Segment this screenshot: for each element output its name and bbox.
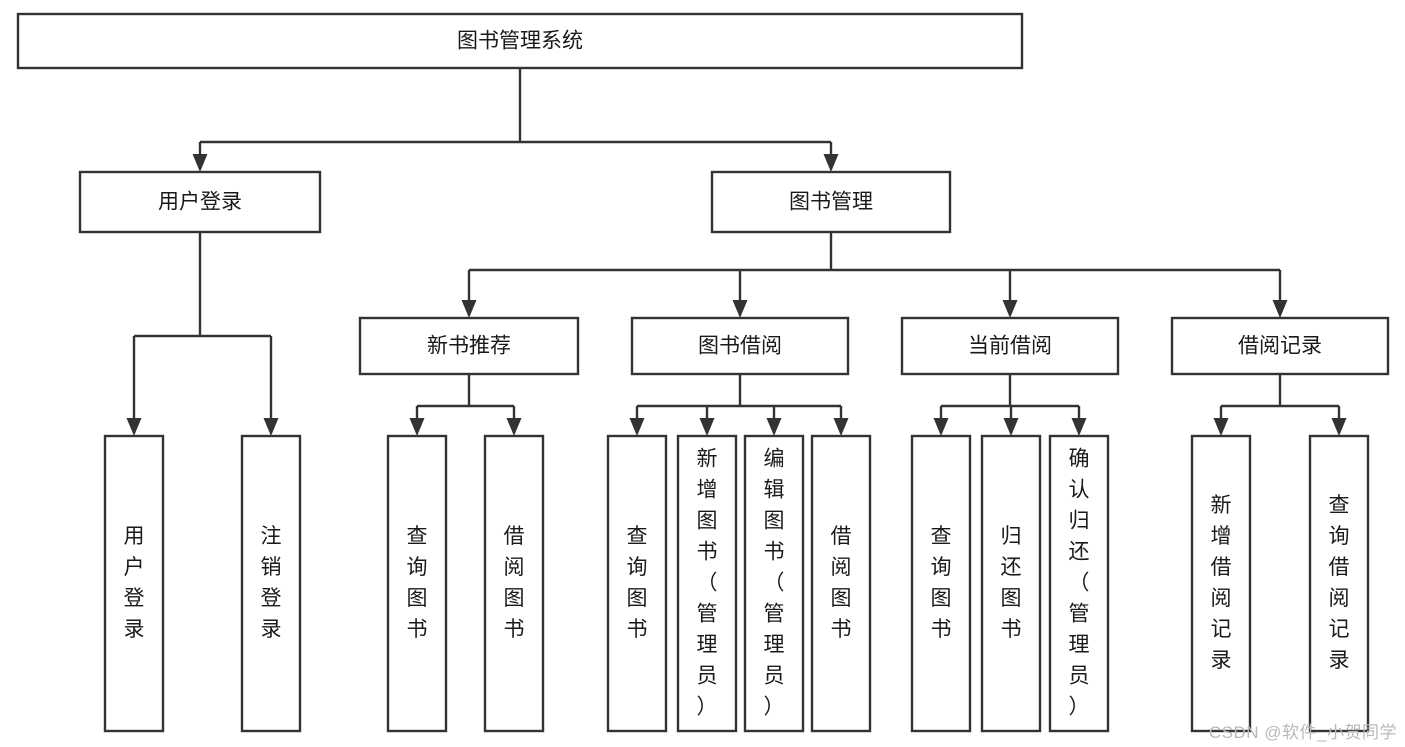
node-leaf-logout-login-box[interactable] (240, 434, 302, 733)
node-user-login[interactable]: 用户登录 (78, 170, 322, 234)
node-leaf-query-book-2-box[interactable] (606, 434, 668, 733)
node-leaf-edit-book-box[interactable] (743, 434, 805, 733)
node-leaf-return-book-label: 归还图书 (1001, 525, 1022, 641)
connectors-layer (126, 68, 1347, 436)
arrow-head-icon (409, 418, 425, 436)
node-current-borrow[interactable]: 当前借阅 (900, 316, 1120, 376)
node-leaf-user-login-label: 用户登录 (124, 525, 145, 641)
arrow-head-icon (699, 418, 715, 436)
node-leaf-return-book-box[interactable] (980, 434, 1042, 733)
arrow-head-icon (823, 154, 839, 172)
node-leaf-query-book-3-box[interactable] (910, 434, 972, 733)
node-current-borrow-label: 当前借阅 (968, 335, 1052, 358)
node-leaf-query-book-3-label: 查询图书 (931, 525, 952, 641)
node-leaf-edit-book-label: 编辑图书（管理员） (764, 448, 785, 719)
node-book-management[interactable]: 图书管理 (710, 170, 952, 234)
node-new-book-recommend-box[interactable] (358, 316, 580, 376)
arrow-head-icon (1002, 300, 1018, 318)
node-borrow-record-box[interactable] (1170, 316, 1390, 376)
node-leaf-add-record-box[interactable] (1190, 434, 1252, 733)
node-leaf-query-record-label: 查询借阅记录 (1329, 494, 1350, 672)
node-book-borrow[interactable]: 图书借阅 (630, 316, 850, 376)
node-borrow-record[interactable]: 借阅记录 (1170, 316, 1390, 376)
arrow-head-icon (933, 418, 949, 436)
node-leaf-query-book-1-label: 查询图书 (407, 525, 428, 641)
arrow-head-icon (506, 418, 522, 436)
arrow-head-icon (192, 154, 208, 172)
node-leaf-query-book-1-box[interactable] (386, 434, 448, 733)
node-leaf-add-record-label: 新增借阅记录 (1211, 494, 1232, 672)
node-leaf-add-record[interactable]: 新增借阅记录 (1190, 434, 1252, 733)
node-book-borrow-label: 图书借阅 (698, 335, 782, 358)
arrow-head-icon (629, 418, 645, 436)
arrow-head-icon (833, 418, 849, 436)
csdn-watermark: CSDN @软件_小贺同学 (1208, 723, 1397, 742)
node-leaf-logout-login[interactable]: 注销登录 (240, 434, 302, 733)
node-leaf-logout-login-label: 注销登录 (261, 525, 282, 641)
node-root-book-management-system[interactable]: 图书管理系统 (16, 12, 1024, 70)
node-leaf-borrow-book-1-box[interactable] (483, 434, 545, 733)
arrow-head-icon (461, 300, 477, 318)
node-new-book-recommend-label: 新书推荐 (427, 335, 511, 358)
node-leaf-confirm-return-box[interactable] (1048, 434, 1110, 733)
node-root-book-management-system-box[interactable] (16, 12, 1024, 70)
node-leaf-query-book-3[interactable]: 查询图书 (910, 434, 972, 733)
arrow-head-icon (732, 300, 748, 318)
node-leaf-borrow-book-2-box[interactable] (810, 434, 872, 733)
arrow-head-icon (1071, 418, 1087, 436)
node-borrow-record-label: 借阅记录 (1238, 335, 1322, 358)
arrow-head-icon (1213, 418, 1229, 436)
arrow-head-icon (1272, 300, 1288, 318)
arrow-head-icon (263, 418, 279, 436)
node-leaf-add-book-label: 新增图书（管理员） (697, 448, 718, 719)
node-leaf-borrow-book-2-label: 借阅图书 (831, 525, 852, 641)
node-leaf-borrow-book-1-label: 借阅图书 (504, 525, 525, 641)
node-leaf-add-book-box[interactable] (676, 434, 738, 733)
node-leaf-add-book[interactable]: 新增图书（管理员） (676, 434, 738, 733)
node-leaf-query-record[interactable]: 查询借阅记录 (1308, 434, 1370, 733)
node-leaf-query-book-2-label: 查询图书 (627, 525, 648, 641)
node-leaf-confirm-return[interactable]: 确认归还（管理员） (1048, 434, 1110, 733)
node-leaf-borrow-book-1[interactable]: 借阅图书 (483, 434, 545, 733)
arrow-head-icon (126, 418, 142, 436)
node-current-borrow-box[interactable] (900, 316, 1120, 376)
nodes-layer: 图书管理系统用户登录图书管理新书推荐图书借阅当前借阅借阅记录用户登录注销登录查询… (16, 12, 1390, 733)
node-new-book-recommend[interactable]: 新书推荐 (358, 316, 580, 376)
node-book-management-box[interactable] (710, 170, 952, 234)
node-leaf-return-book[interactable]: 归还图书 (980, 434, 1042, 733)
node-book-management-label: 图书管理 (789, 191, 873, 214)
node-leaf-query-record-box[interactable] (1308, 434, 1370, 733)
node-leaf-edit-book[interactable]: 编辑图书（管理员） (743, 434, 805, 733)
arrow-head-icon (1003, 418, 1019, 436)
node-user-login-box[interactable] (78, 170, 322, 234)
node-leaf-user-login[interactable]: 用户登录 (103, 434, 165, 733)
node-leaf-query-book-1[interactable]: 查询图书 (386, 434, 448, 733)
node-leaf-query-book-2[interactable]: 查询图书 (606, 434, 668, 733)
node-leaf-confirm-return-label: 确认归还（管理员） (1069, 448, 1090, 719)
node-root-book-management-system-label: 图书管理系统 (457, 30, 583, 53)
node-leaf-user-login-box[interactable] (103, 434, 165, 733)
arrow-head-icon (1331, 418, 1347, 436)
node-book-borrow-box[interactable] (630, 316, 850, 376)
node-user-login-label: 用户登录 (158, 191, 242, 214)
arrow-head-icon (766, 418, 782, 436)
node-leaf-borrow-book-2[interactable]: 借阅图书 (810, 434, 872, 733)
